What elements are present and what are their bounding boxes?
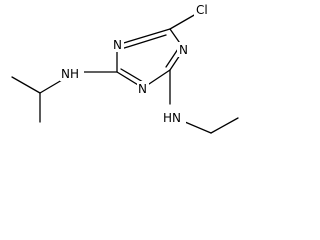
bond-c-to-cl [169, 13, 197, 30]
bond-nh-right-to-ch2 [184, 121, 212, 134]
bond-lines [11, 13, 239, 134]
atom-label-nh-right: HN [163, 111, 181, 125]
atom-labels: Cl N N N NH HN [60, 1, 216, 125]
bond-ch-to-methyl-up [11, 76, 41, 94]
atom-label-n-bottom: N [138, 82, 147, 96]
bond-ch2-to-ch3 [210, 117, 239, 134]
bond-nh-left-to-ch [39, 79, 63, 94]
atom-label-n-top-right: N [179, 43, 188, 57]
ring-double-bond-n-top-right-to-c-bottom-right [165, 48, 179, 68]
atom-label-n-top-left: N [113, 38, 122, 52]
atom-label-cl: Cl [196, 3, 208, 17]
ring-double-bond-n-top-left-to-c-cl [120, 34, 167, 50]
chemical-structure: Cl N N N NH HN [11, 1, 239, 134]
atom-label-nh-left: NH [61, 67, 79, 81]
ring-bond-n-top-left-to-c-cl [116, 28, 171, 46]
ring-double-bond-n-bottom-to-c-left [120, 68, 144, 83]
